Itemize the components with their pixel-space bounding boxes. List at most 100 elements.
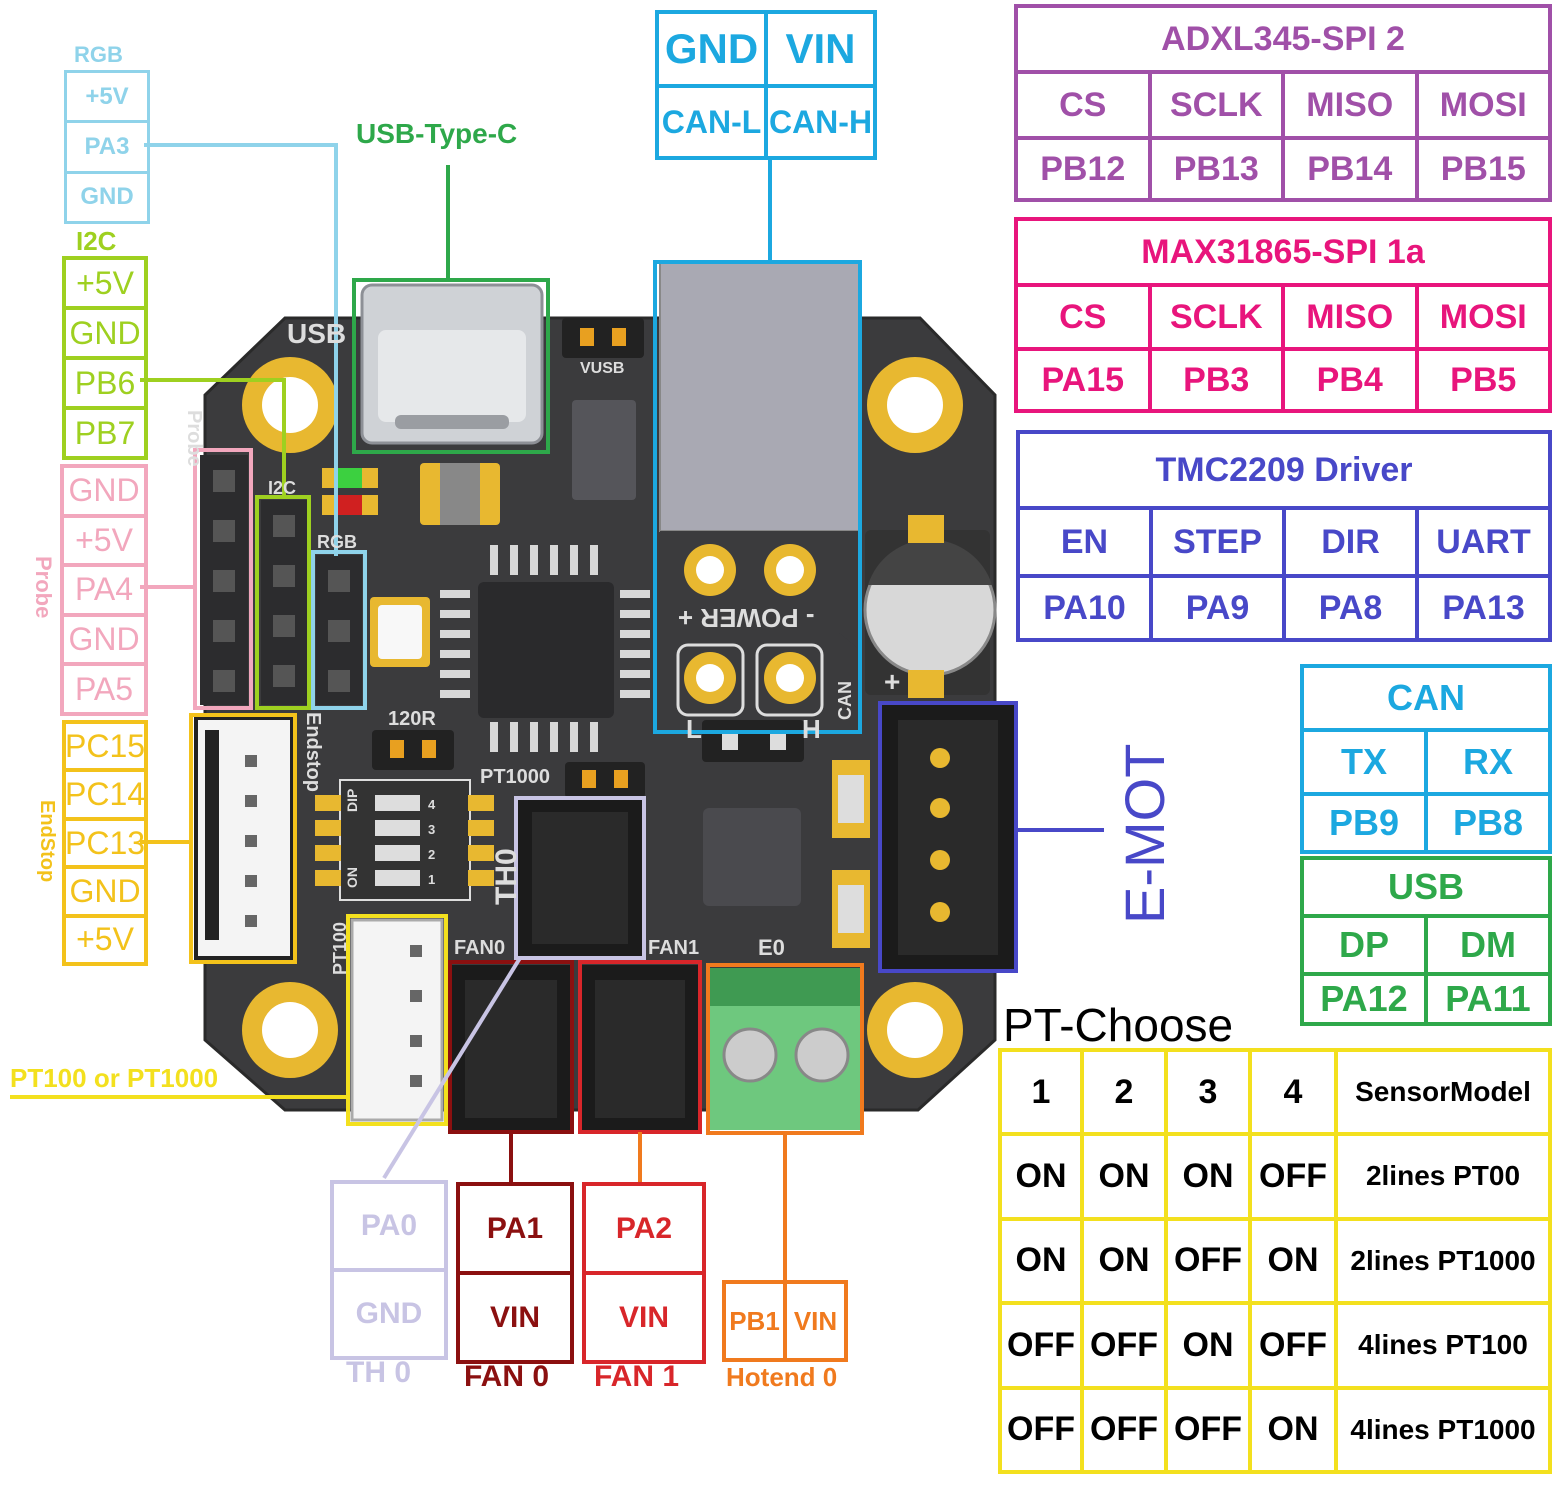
pt-cell: OFF [1080,1385,1168,1474]
silk-probe: Probe [183,410,205,467]
tmc-table: TMC2209 Driver EN STEP DIR UART PA10 PA9… [1016,430,1552,642]
i2c-pins: +5V GND PB6 PB7 [62,256,148,460]
rgb-pin: GND [80,183,134,211]
silk-pt1000: PT1000 [480,766,551,788]
tmc-chip [703,808,801,906]
max-name: MISO [1281,283,1419,351]
hotend-pin: PB1 [726,1284,787,1358]
hotend-pin: VIN [793,1305,838,1336]
endstop-pins: PC15 PC14 PC13 GND +5V [62,720,148,966]
tmc-pin: PA9 [1149,574,1286,642]
fan0-pins: PA1 VIN [456,1182,574,1364]
power-pin: GND [655,10,768,88]
can-pin: PB8 [1424,792,1552,854]
silk-th0: TH0 [490,848,523,905]
pt-header-cell: 1 [998,1048,1084,1136]
endstop-title: EndStop [36,800,58,883]
pt-cell: OFF [998,1301,1084,1390]
i2c-pin: GND [66,310,144,360]
power-connector [659,262,861,532]
tmc-pin: PA8 [1282,574,1419,642]
i2c-title: I2C [76,226,117,256]
pt-cell: 2lines PT00 [1334,1132,1552,1221]
silk-fan1: FAN1 [648,937,700,959]
power-pin: CAN-H [764,84,877,160]
silk-i2c: I2C [268,478,297,498]
rgb-pins: +5V PA3 GND [64,70,150,224]
probe-pin: GND [64,468,144,518]
silk-rgb: RGB [317,532,357,552]
can-pin: PB9 [1300,792,1428,854]
fan0-pin: PA1 [460,1186,570,1275]
th0-pin: PA0 [334,1184,444,1272]
max-pin: PB5 [1414,347,1552,413]
pt-cell: ON [1080,1216,1168,1305]
fan1-pin: VIN [618,1300,669,1334]
fan0-pin: VIN [489,1300,540,1334]
probe-pin: PA4 [64,567,144,617]
rgb-title: RGB [74,42,123,67]
max-name: SCLK [1147,283,1285,351]
silk-cap-plus: + [884,666,901,697]
pt-cell: ON [1248,1385,1338,1474]
endstop-pin: PC13 [65,821,145,870]
tmc-pin: PA13 [1415,574,1552,642]
pt-cell: OFF [1248,1132,1338,1221]
usb-title: USB [1300,856,1552,918]
tmc-name: UART [1415,506,1552,578]
silk-120r: 120R [388,708,436,730]
tmc-name: EN [1016,506,1153,578]
can-name: TX [1300,728,1428,796]
th0-caption: TH 0 [346,1356,412,1389]
silk-dip-1: 4 [428,797,436,812]
pt-cell: ON [1248,1216,1338,1305]
pt100-connector [350,918,444,1122]
pt-choose-title: PT-Choose [1003,999,1234,1051]
usb-name: DM [1424,914,1552,976]
endstop-pin: +5V [76,921,134,958]
fan1-pin: PA2 [586,1186,702,1275]
adxl-name: CS [1014,70,1152,140]
th0-pins: PA0 GND [330,1180,448,1360]
pt-cell: OFF [998,1385,1084,1474]
pt-cell: OFF [1080,1301,1168,1390]
silk-dip-4: 1 [428,872,436,887]
rgb-pin: +5V [67,73,147,124]
fan1-caption: FAN 1 [594,1360,680,1393]
adxl-pin: PB13 [1147,136,1285,202]
adxl-pin: PB14 [1281,136,1419,202]
pt-cell: ON [1080,1132,1168,1221]
tmc-title: TMC2209 Driver [1016,430,1552,510]
mount-hole-tr [867,357,963,453]
adxl-title: ADXL345-SPI 2 [1014,4,1552,74]
silk-dip-2: 3 [428,822,436,837]
adxl-name: MOSI [1414,70,1552,140]
pt-cell: 4lines PT1000 [1334,1385,1552,1474]
mcu-chip [478,582,614,718]
endstop-pin: GND [66,869,144,918]
mount-hole-br [867,982,963,1078]
mount-hole-tl [242,357,338,453]
pt-cell: ON [1164,1132,1252,1221]
pt-header-cell: SensorModel [1334,1048,1552,1136]
silk-fan0: FAN0 [454,937,506,959]
adxl-pin: PB12 [1014,136,1152,202]
usb-pin: PA12 [1300,972,1428,1026]
probe-pin: GND [64,617,144,667]
adxl-name: MISO [1281,70,1419,140]
usb-pin: PA11 [1424,972,1552,1026]
can-transceiver [572,400,636,500]
adxl-name: SCLK [1147,70,1285,140]
pt-cell: OFF [1164,1216,1252,1305]
silk-can: CAN [835,681,855,720]
max-name: MOSI [1414,283,1552,351]
usb-table: USB DP DM PA12 PA11 [1300,856,1552,1026]
emot-label: E-MOT [1113,743,1176,924]
pt-choose-table: 1 2 3 4 SensorModel ON ON ON OFF 2lines … [998,1048,1552,1474]
pt100-label: PT100 or PT1000 [10,1063,219,1093]
silk-l: L [686,714,702,744]
silk-on: ON [344,867,360,888]
hotend-pins: PB1 VIN [722,1280,848,1362]
power-pin: CAN-L [655,84,768,160]
silk-endstop: Endstop [302,712,324,792]
